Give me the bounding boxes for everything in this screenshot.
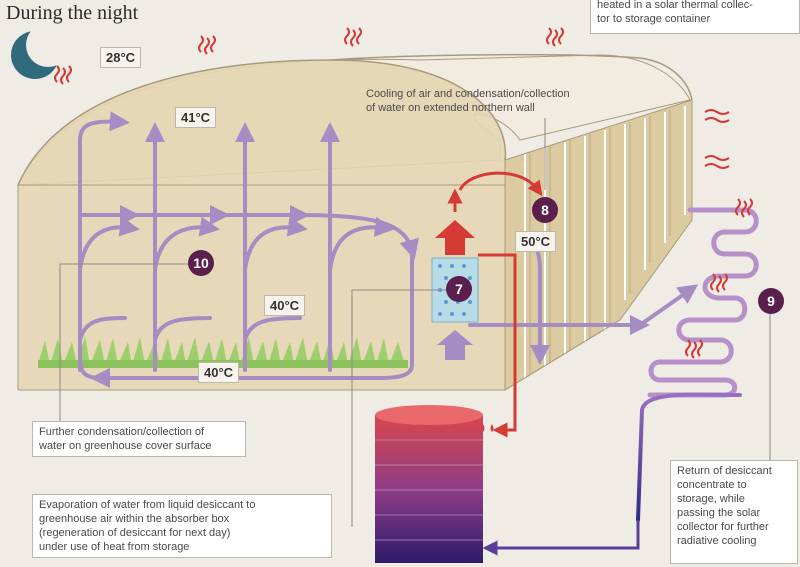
heat-flow bbox=[447, 171, 543, 438]
storage-tank bbox=[375, 405, 483, 563]
top-right-note: heated in a solar thermal collec- tor to… bbox=[590, 0, 800, 34]
page-title: During the night bbox=[6, 2, 139, 24]
heat-rise-arrow bbox=[435, 220, 475, 255]
solar-collector-coil bbox=[636, 207, 759, 522]
return-pipe bbox=[482, 520, 640, 556]
temp-bottom: 40°C bbox=[198, 362, 240, 383]
cooling-note: Cooling of air and condensation/collecti… bbox=[366, 88, 570, 114]
heat-wave-icon bbox=[54, 27, 753, 359]
temp-middle: 40°C bbox=[264, 295, 306, 316]
air-inlet-arrow bbox=[437, 330, 473, 360]
return-note: Return of desiccant concentrate to stora… bbox=[670, 460, 798, 564]
condensation-note: Further condensation/collection of water… bbox=[32, 421, 246, 457]
badge-9: 9 bbox=[758, 288, 784, 314]
evaporation-note: Evaporation of water from liquid desicca… bbox=[32, 494, 332, 558]
temp-northern-wall: 50°C bbox=[515, 231, 557, 252]
badge-7: 7 bbox=[446, 276, 472, 302]
water-drops-icon bbox=[481, 424, 494, 432]
leader-lines bbox=[59, 118, 771, 527]
greenhouse bbox=[17, 53, 693, 391]
badge-10: 10 bbox=[188, 250, 214, 276]
temp-outside: 28°C bbox=[100, 47, 142, 68]
badge-8: 8 bbox=[532, 197, 558, 223]
temp-upper: 41°C bbox=[175, 107, 217, 128]
moon-icon bbox=[11, 23, 70, 79]
wind-icon bbox=[704, 109, 730, 169]
